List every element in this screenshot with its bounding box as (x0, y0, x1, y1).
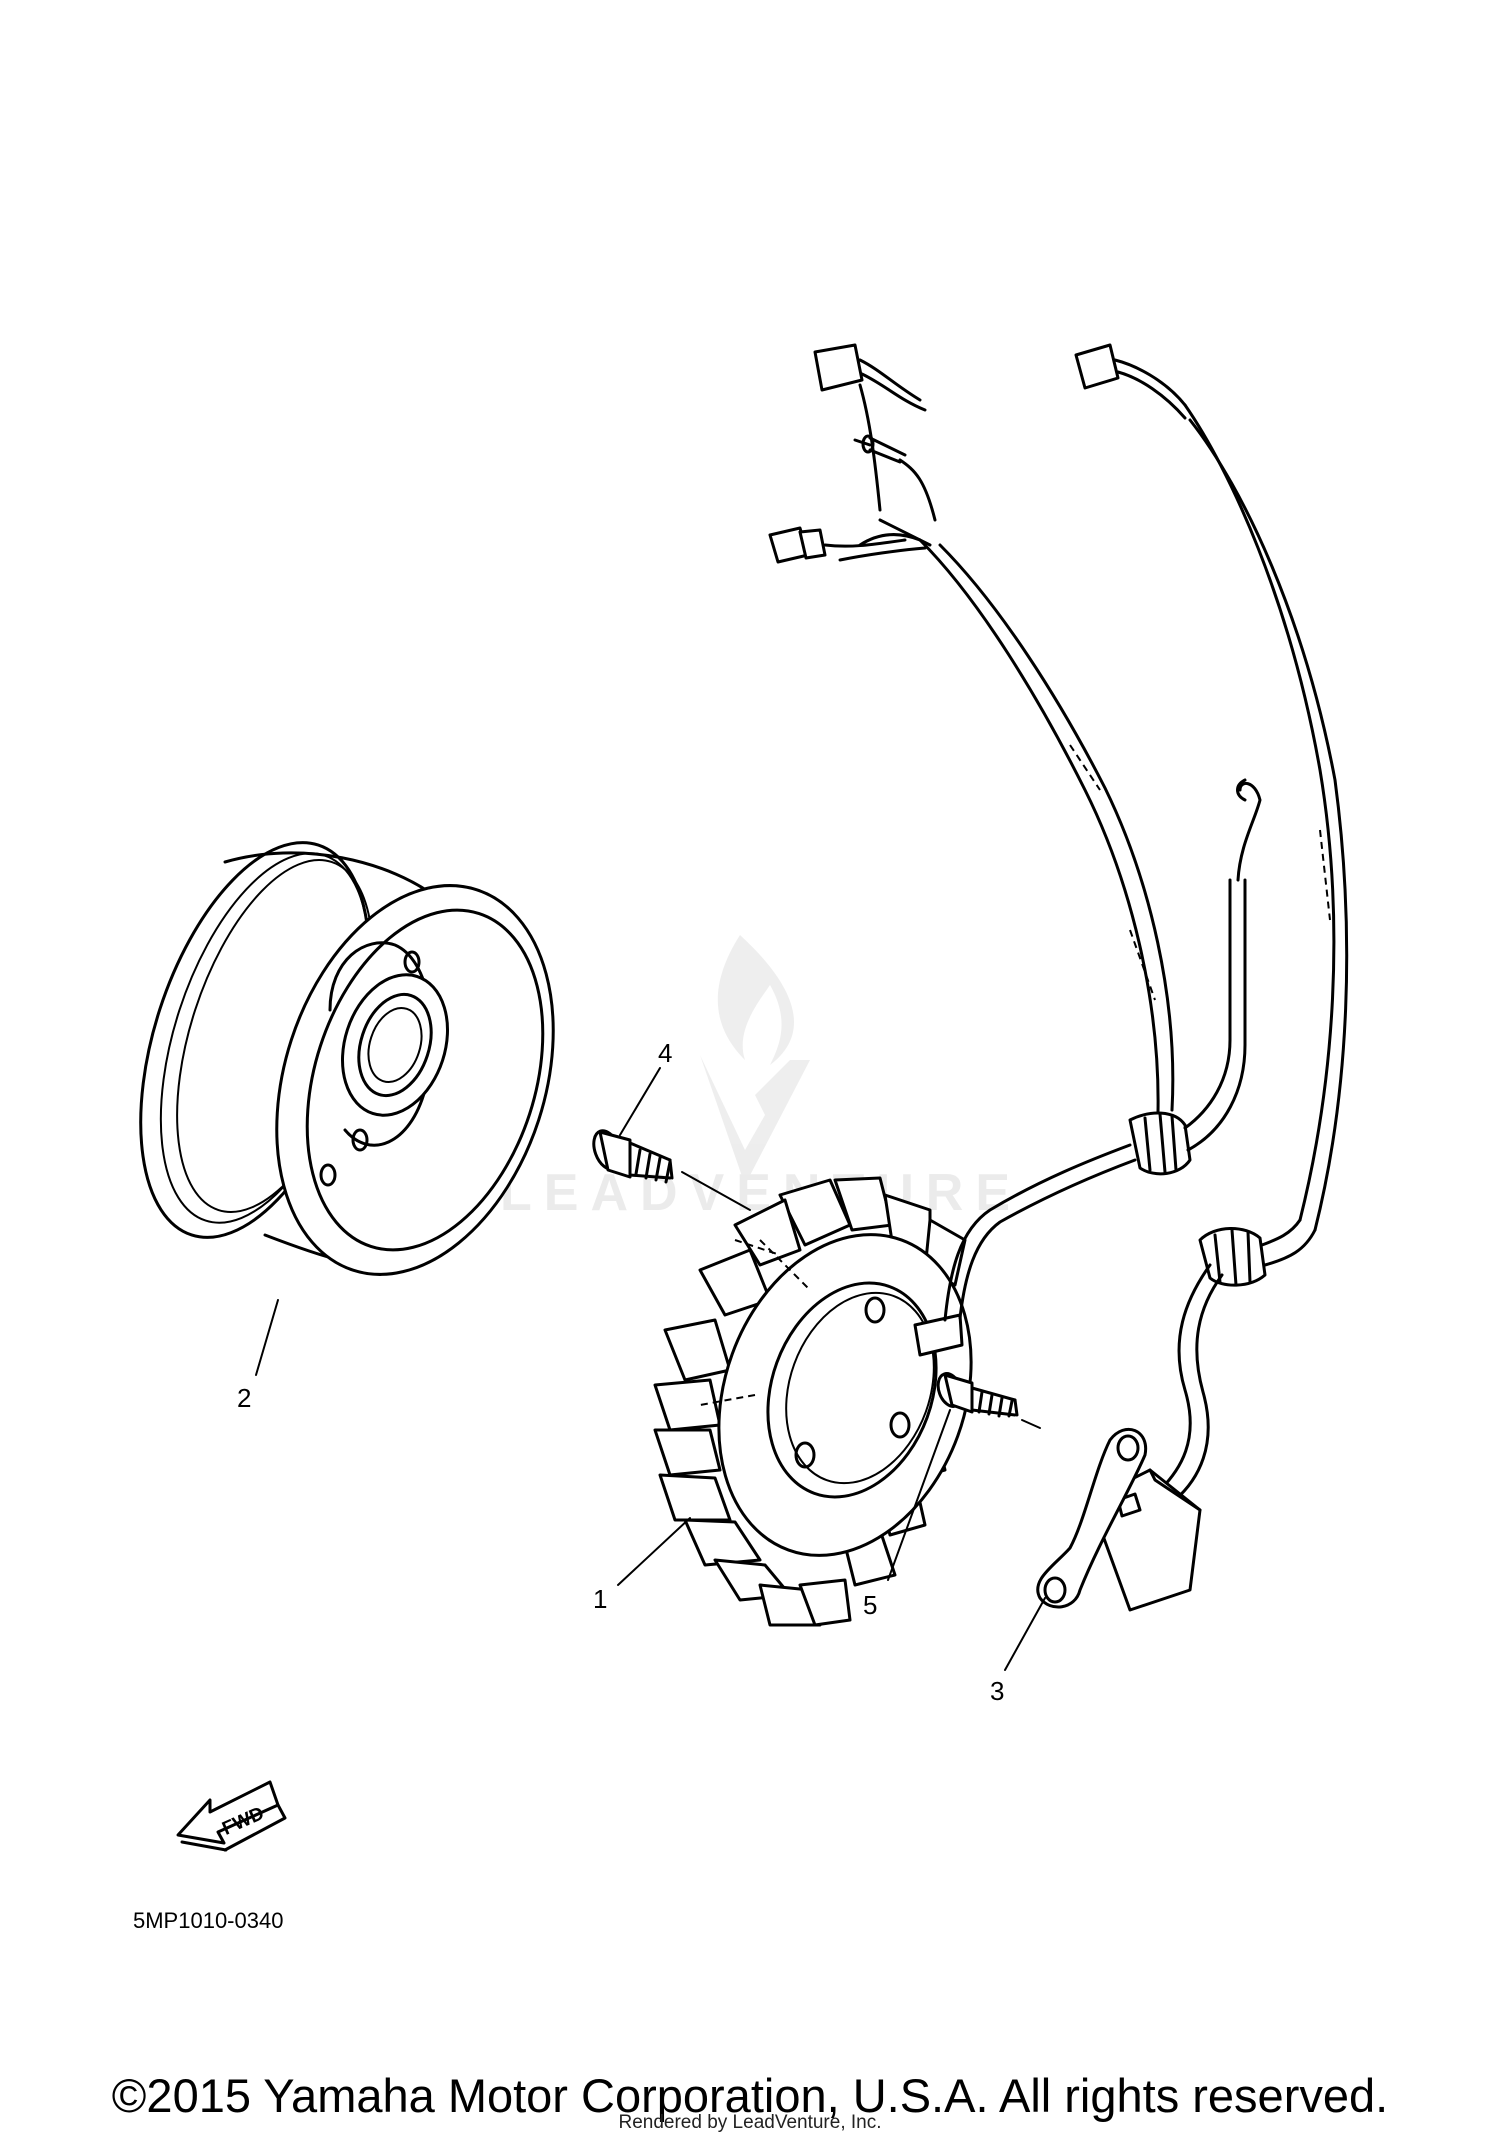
callout-5-leader (887, 1409, 951, 1581)
rendered-by-credit: Rendered by LeadVenture, Inc. (618, 2112, 882, 2133)
part-1-stator (653, 1143, 1137, 1627)
callout-3-label: 3 (990, 1676, 1004, 1706)
callout-4-label: 4 (658, 1038, 672, 1068)
callout-3-leader (1004, 1597, 1046, 1671)
part-5-screw (936, 1372, 1019, 1418)
part-5-axis-line (1021, 1419, 1041, 1429)
watermark-logo-icon (700, 935, 810, 1185)
part-3-pickup-coil (1036, 343, 1349, 1612)
part-4-bolt (592, 1129, 674, 1184)
callout-1-leader (617, 1517, 691, 1586)
callout-4-leader (619, 1067, 661, 1136)
callout-2-leader (255, 1299, 279, 1376)
callout-1-label: 1 (593, 1584, 607, 1614)
part-4-axis-line (681, 1171, 751, 1211)
callout-2-label: 2 (237, 1383, 251, 1413)
drawing-code: 5MP1010-0340 (133, 1908, 283, 1933)
callouts: 1 2 3 4 5 (237, 1038, 1046, 1706)
watermark: LEADVENTURE (500, 935, 1010, 1222)
part-2-rotor (139, 841, 555, 1276)
copyright-notice: ©2015 Yamaha Motor Corporation, U.S.A. A… (111, 2069, 1389, 2122)
fwd-arrow-icon (176, 1780, 280, 1845)
callout-5-label: 5 (863, 1590, 877, 1620)
fwd-arrow: FWD (176, 1780, 287, 1852)
stator-wire-harness (768, 343, 1262, 1176)
